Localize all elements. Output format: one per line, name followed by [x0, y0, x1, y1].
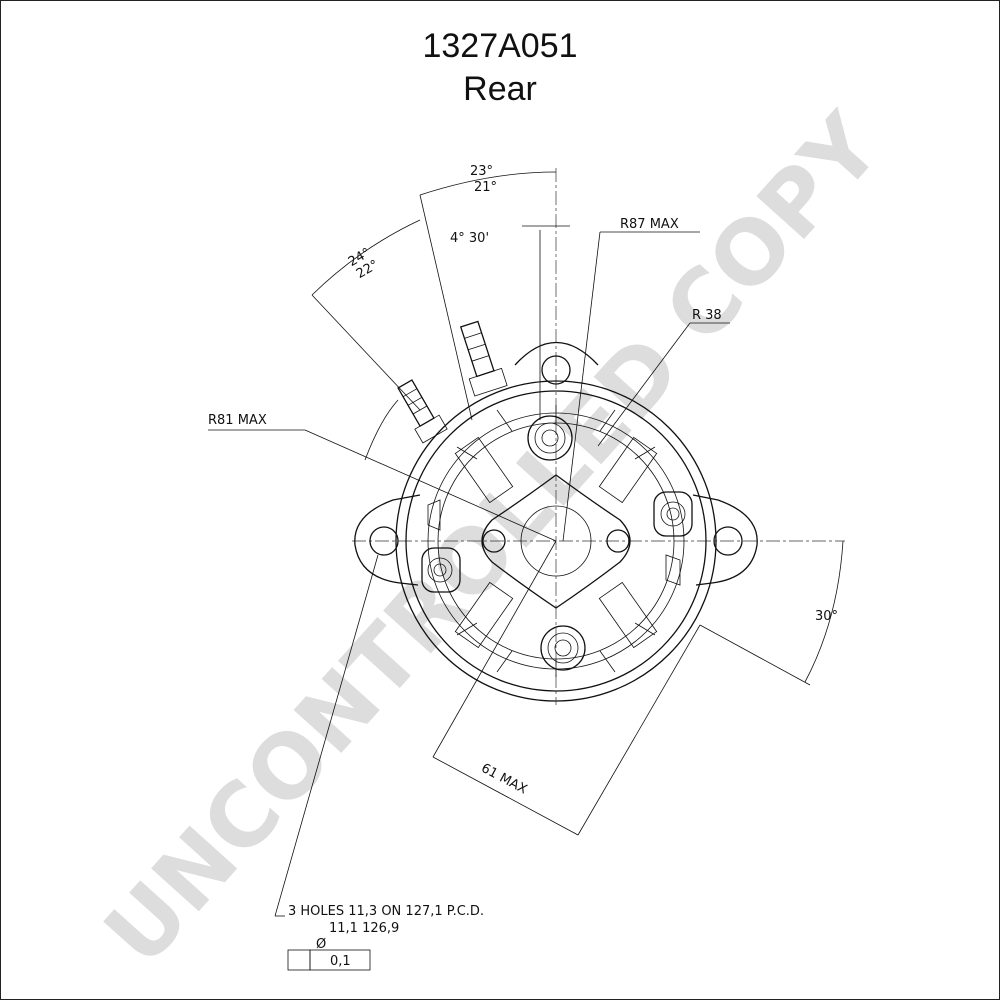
- angle-30-label: 30°: [815, 609, 838, 624]
- radial-ribs: [454, 405, 658, 677]
- terminal-right: [653, 491, 693, 586]
- angle-21-label: 21°: [474, 180, 497, 195]
- holes-note-line2: 11,1 126,9: [329, 921, 399, 936]
- terminal-stud-2: [459, 320, 508, 397]
- view-title: Rear: [463, 70, 537, 108]
- tolerance-symbol: Ø: [316, 937, 326, 952]
- tolerance-value: 0,1: [330, 954, 351, 969]
- terminal-left: [421, 499, 461, 593]
- terminal-top: [527, 415, 573, 461]
- terminal-bottom: [540, 625, 586, 671]
- tolerance-frame: Ø 0,1: [287, 937, 371, 971]
- r87-max-label: R87 MAX: [620, 217, 679, 232]
- offset-angle-label: 4° 30': [450, 231, 489, 246]
- angle-23-label: 23°: [470, 164, 493, 179]
- r38-label: R 38: [692, 308, 722, 323]
- holes-note-line1: 3 HOLES 11,3 ON 127,1 P.C.D.: [288, 904, 484, 919]
- center-lines: [352, 168, 845, 705]
- part-number-title: 1327A051: [422, 27, 578, 65]
- r81-max-label: R81 MAX: [208, 413, 267, 428]
- brush-plate: [481, 474, 631, 609]
- mounting-flange: [354, 342, 758, 586]
- width-61-max-label: 61 MAX: [478, 761, 529, 798]
- watermark-text: UNCONTROLLED COPY: [85, 94, 901, 985]
- dimension-lines: [208, 171, 844, 917]
